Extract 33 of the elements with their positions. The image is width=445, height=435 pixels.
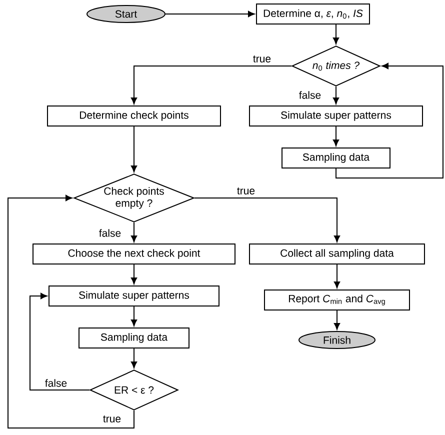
arrow — [165, 10, 255, 18]
edge-label: false — [44, 378, 68, 388]
arrow — [8, 194, 134, 428]
process-box: Determine check points — [47, 105, 221, 126]
start-terminal: Start — [86, 5, 166, 23]
process-box: Choose the next check point — [32, 244, 236, 264]
process-box: Simulate super patterns — [249, 105, 423, 126]
process-box: Sampling data — [282, 147, 390, 168]
arrow — [332, 126, 340, 146]
process-box: Collect all sampling data — [249, 244, 425, 264]
process-box: Sampling data — [78, 327, 190, 348]
arrow — [130, 65, 292, 104]
arrow — [336, 62, 444, 178]
process-box: Determine α, ε, n$_{0}$, IS — [256, 4, 370, 24]
process-box: Report C$_{min}$ and C$_{avg}$ — [264, 289, 410, 310]
arrow — [130, 306, 138, 326]
arrow — [334, 310, 340, 330]
finish-terminal: Finish — [298, 330, 376, 349]
arrow — [130, 222, 138, 242]
edge-label: true — [236, 187, 256, 195]
arrow — [130, 126, 138, 172]
edge-label: true — [252, 55, 272, 63]
edge-label: false — [298, 90, 322, 100]
edge-label: false — [98, 228, 122, 238]
arrow — [194, 198, 340, 242]
arrow — [130, 264, 138, 284]
arrow — [130, 348, 138, 368]
arrow — [332, 86, 340, 104]
process-box: Simulate super patterns — [48, 285, 220, 306]
arrow — [30, 292, 90, 390]
edge-label: true — [102, 415, 122, 423]
arrow — [334, 264, 340, 288]
arrow — [332, 24, 340, 44]
